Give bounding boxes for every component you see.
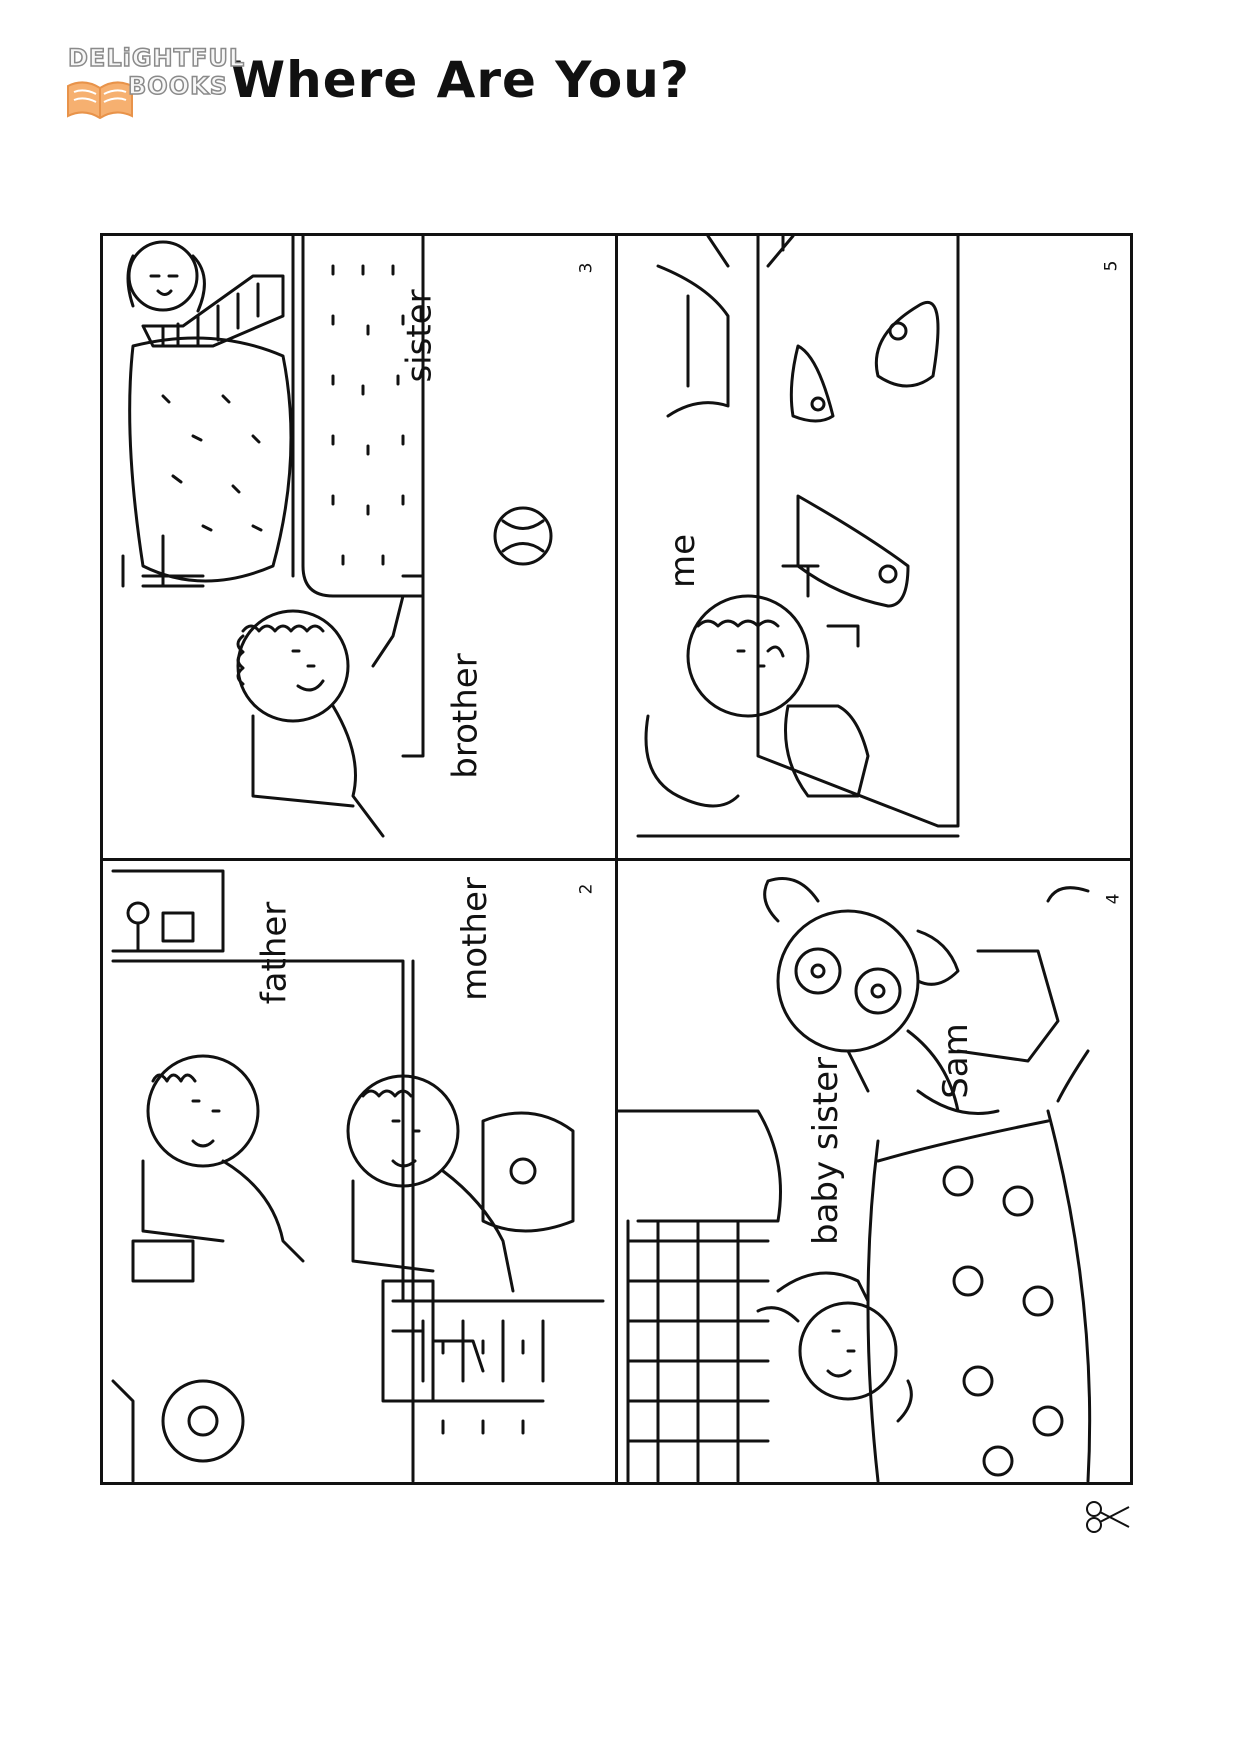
- bedroom-illustration: [121, 236, 553, 838]
- brand-logo: DELiGHTFUL BOOKS: [62, 40, 245, 120]
- panel-dining: me 5: [618, 236, 1136, 858]
- panel-bath: Sam baby sister 4: [618, 861, 1136, 1482]
- dining-illustration: [636, 236, 960, 838]
- page-title: Where Are You?: [230, 51, 690, 109]
- panel-number-2: 2: [576, 883, 597, 895]
- kitchen-illustration: [111, 869, 605, 1482]
- label-baby-sister: baby sister: [806, 1056, 847, 1246]
- panel-number-5: 5: [1101, 260, 1122, 272]
- panel-bedroom: sister brother 3: [103, 236, 615, 858]
- panel-number-3: 3: [576, 262, 597, 274]
- panel-kitchen: father mother 2: [103, 861, 615, 1482]
- label-father: father: [254, 901, 295, 1005]
- worksheet-grid: sister brother 3: [100, 233, 1133, 1485]
- scissors-icon: [1086, 1501, 1130, 1533]
- brand-line2: BOOKS: [127, 71, 228, 101]
- label-brother: brother: [445, 653, 486, 779]
- grid-divider-horizontal: [103, 858, 1130, 861]
- label-sam: Sam: [935, 1023, 976, 1099]
- brand-line1: DELiGHTFUL: [67, 43, 246, 73]
- panel-number-4: 4: [1103, 893, 1124, 905]
- label-sister: sister: [399, 289, 440, 383]
- bath-illustration: [618, 877, 1092, 1482]
- book-icon: [67, 81, 133, 120]
- header: DELiGHTFUL BOOKS Where Are You?: [62, 40, 690, 120]
- label-mother: mother: [454, 877, 495, 1001]
- label-me: me: [663, 533, 704, 589]
